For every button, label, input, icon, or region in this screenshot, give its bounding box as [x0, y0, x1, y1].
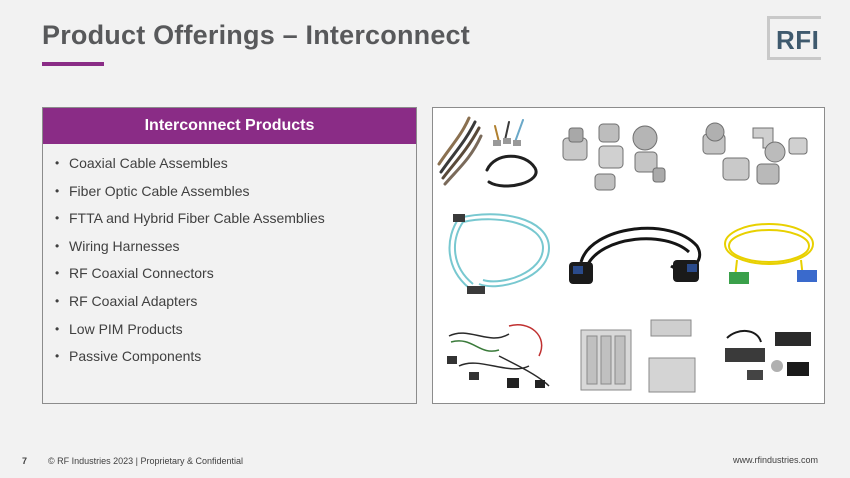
- rf-coaxial-adapters-photo: [702, 122, 808, 185]
- rfi-logo: RFI: [767, 16, 821, 60]
- list-item: •Passive Components: [55, 343, 416, 371]
- bullet-icon: •: [55, 238, 60, 253]
- interconnect-products-panel: Interconnect Products •Coaxial Cable Ass…: [42, 107, 417, 404]
- product-image-gallery: [432, 107, 825, 404]
- slide-title: Product Offerings – Interconnect: [42, 20, 470, 50]
- list-item: •Coaxial Cable Assembles: [55, 150, 416, 178]
- title-underline: [42, 62, 104, 66]
- bullet-icon: •: [55, 293, 60, 308]
- passive-components-photo: [580, 319, 696, 393]
- list-item: •Wiring Harnesses: [55, 233, 416, 261]
- copyright-text: © RF Industries 2023 | Proprietary & Con…: [48, 456, 244, 466]
- list-item: •RF Coaxial Connectors: [55, 260, 416, 288]
- bullet-icon: •: [55, 183, 60, 198]
- bullet-icon: •: [55, 266, 60, 281]
- bullet-icon: •: [55, 321, 60, 336]
- list-item: •Fiber Optic Cable Assembles: [55, 178, 416, 206]
- panel-header: Interconnect Products: [43, 108, 416, 144]
- logo-text: RFI: [776, 25, 820, 55]
- list-item: •FTTA and Hybrid Fiber Cable Assemblies: [55, 205, 416, 233]
- bullet-icon: •: [55, 156, 60, 170]
- bullet-icon: •: [55, 211, 60, 226]
- bullet-icon: •: [55, 349, 60, 364]
- coaxial-cable-assemblies-photo: [437, 116, 538, 188]
- ftta-hybrid-cable-photo: [569, 226, 701, 284]
- low-pim-products-photo: [725, 330, 811, 380]
- list-item: •Low PIM Products: [55, 316, 416, 344]
- wiring-harnesses-photo: [447, 324, 550, 388]
- product-list: •Coaxial Cable Assembles •Fiber Optic Ca…: [43, 144, 416, 371]
- list-item: •RF Coaxial Adapters: [55, 288, 416, 316]
- rf-coaxial-connectors-photo: [562, 123, 666, 191]
- website-text: www.rfindustries.com: [732, 455, 818, 465]
- fiber-optic-cable-photo: [448, 213, 551, 294]
- yellow-fiber-patch-cord-photo: [724, 223, 817, 284]
- page-number: 7: [22, 456, 28, 466]
